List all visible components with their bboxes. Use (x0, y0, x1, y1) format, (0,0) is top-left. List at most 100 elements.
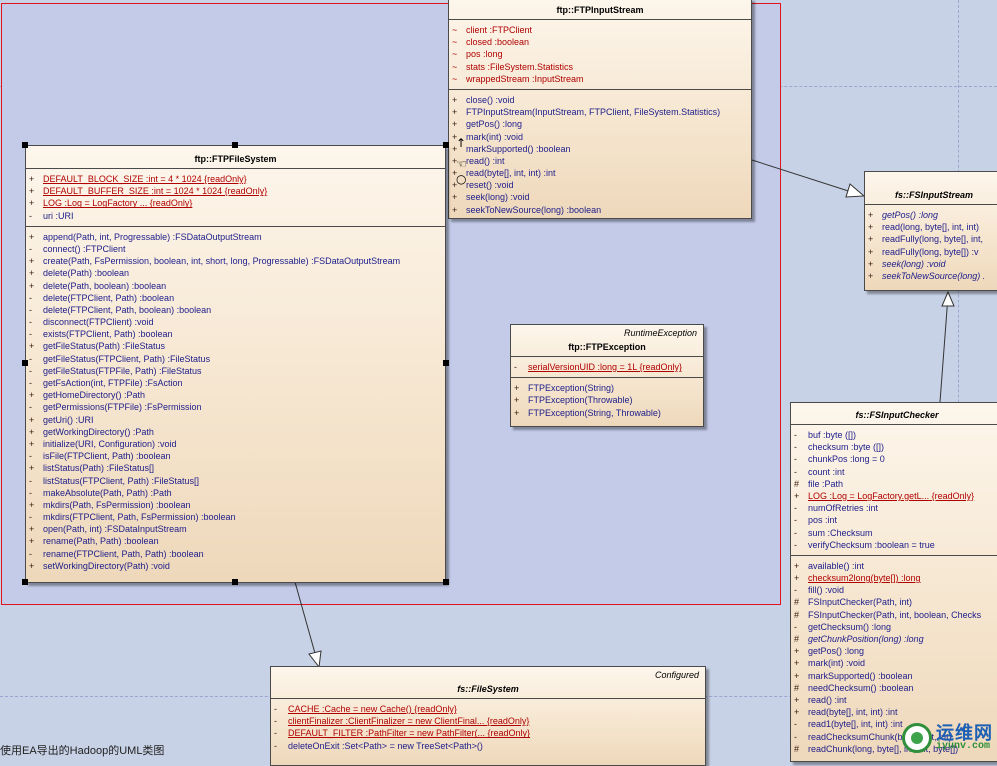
resize-handle[interactable] (232, 579, 238, 585)
class-member[interactable]: +listStatus(Path) :FileStatus[] (26, 462, 445, 474)
class-member[interactable]: -makeAbsolute(Path, Path) :Path (26, 487, 445, 499)
class-member[interactable]: +DEFAULT_BUFFER_SIZE :int = 1024 * 1024 … (26, 185, 445, 197)
class-member[interactable]: -deleteOnExit :Set<Path> = new TreeSet<P… (271, 740, 705, 752)
class-member[interactable]: +mark(int) :void (791, 657, 997, 669)
class-member[interactable]: +seek(long) :void (449, 191, 751, 203)
class-member[interactable]: +seek(long) :void (865, 258, 997, 270)
class-member[interactable]: +getWorkingDirectory() :Path (26, 426, 445, 438)
class-member[interactable]: ~client :FTPClient (449, 24, 751, 36)
class-member[interactable]: +LOG :Log = LogFactory.getL... {readOnly… (791, 490, 997, 502)
class-member[interactable]: -mkdirs(FTPClient, Path, FsPermission) :… (26, 511, 445, 523)
class-member[interactable]: +rename(Path, Path) :boolean (26, 535, 445, 547)
class-member[interactable]: +checksum2long(byte[]) :long (791, 572, 997, 584)
class-member[interactable]: +markSupported() :boolean (791, 670, 997, 682)
class-member[interactable]: -serialVersionUID :long = 1L {readOnly} (511, 361, 703, 373)
class-member[interactable]: +markSupported() :boolean (449, 143, 751, 155)
class-member[interactable]: +FTPException(String, Throwable) (511, 407, 703, 419)
resize-handle[interactable] (232, 142, 238, 148)
class-member[interactable]: -sum :Checksum (791, 527, 997, 539)
class-member[interactable]: -verifyChecksum :boolean = true (791, 539, 997, 551)
class-member[interactable]: -uri :URI (26, 210, 445, 222)
class-member[interactable]: +LOG :Log = LogFactory ... {readOnly} (26, 197, 445, 209)
class-member[interactable]: +available() :int (791, 560, 997, 572)
class-member[interactable]: -delete(FTPClient, Path) :boolean (26, 292, 445, 304)
resize-handle[interactable] (22, 142, 28, 148)
class-member[interactable]: +read(byte[], int, int) :int (791, 706, 997, 718)
class-member[interactable]: +create(Path, FsPermission, boolean, int… (26, 255, 445, 267)
resize-handle[interactable] (443, 142, 449, 148)
class-member[interactable]: +reset() :void (449, 179, 751, 191)
class-member[interactable]: -CACHE :Cache = new Cache() {readOnly} (271, 703, 705, 715)
class-member[interactable]: ~wrappedStream :InputStream (449, 73, 751, 85)
resize-handle[interactable] (22, 360, 28, 366)
class-member[interactable]: +read() :int (449, 155, 751, 167)
class-member[interactable]: -DEFAULT_FILTER :PathFilter = new PathFi… (271, 727, 705, 739)
class-fs-file-system[interactable]: Configured fs::FileSystem -CACHE :Cache … (270, 666, 706, 766)
class-member[interactable]: +FTPInputStream(InputStream, FTPClient, … (449, 106, 751, 118)
class-member[interactable]: +getHomeDirectory() :Path (26, 389, 445, 401)
class-member[interactable]: +getPos() :long (791, 645, 997, 657)
class-member[interactable]: +getFileStatus(Path) :FileStatus (26, 340, 445, 352)
class-member[interactable]: +mark(int) :void (449, 131, 751, 143)
class-member[interactable]: -getPermissions(FTPFile) :FsPermission (26, 401, 445, 413)
class-member[interactable]: -rename(FTPClient, Path, Path) :boolean (26, 548, 445, 560)
class-member[interactable]: -listStatus(FTPClient, Path) :FileStatus… (26, 475, 445, 487)
class-member[interactable]: +read() :int (791, 694, 997, 706)
class-member[interactable]: #needChecksum() :boolean (791, 682, 997, 694)
class-member[interactable]: +FTPException(String) (511, 382, 703, 394)
class-member[interactable]: -getFileStatus(FTPClient, Path) :FileSta… (26, 353, 445, 365)
class-member[interactable]: -chunkPos :long = 0 (791, 453, 997, 465)
class-member[interactable]: +read(long, byte[], int, int) (865, 221, 997, 233)
class-member[interactable]: ~stats :FileSystem.Statistics (449, 61, 751, 73)
class-member[interactable]: +open(Path, int) :FSDataInputStream (26, 523, 445, 535)
class-member[interactable]: -count :int (791, 466, 997, 478)
class-member[interactable]: -delete(FTPClient, Path, boolean) :boole… (26, 304, 445, 316)
class-member[interactable]: +FTPException(Throwable) (511, 394, 703, 406)
class-member[interactable]: -numOfRetries :int (791, 502, 997, 514)
class-member[interactable]: +readFully(long, byte[]) :v (865, 246, 997, 258)
class-member[interactable]: -isFile(FTPClient, Path) :boolean (26, 450, 445, 462)
class-member[interactable]: -exists(FTPClient, Path) :boolean (26, 328, 445, 340)
class-member[interactable]: -buf :byte ([]) (791, 429, 997, 441)
class-member[interactable]: -readChecksumChunk(byte[], int, int) (791, 731, 997, 743)
class-member[interactable]: -pos :int (791, 514, 997, 526)
class-member[interactable]: +close() :void (449, 94, 751, 106)
class-member[interactable]: +initialize(URI, Configuration) :void (26, 438, 445, 450)
class-member[interactable]: +seekToNewSource(long) :boolean (449, 204, 751, 216)
class-ftp-file-system[interactable]: ftp::FTPFileSystem +DEFAULT_BLOCK_SIZE :… (25, 145, 446, 583)
class-member[interactable]: -getFileStatus(FTPFile, Path) :FileStatu… (26, 365, 445, 377)
class-member[interactable]: -getFsAction(int, FTPFile) :FsAction (26, 377, 445, 389)
class-member[interactable]: +getPos() :long (865, 209, 997, 221)
class-ftp-input-stream[interactable]: ftp::FTPInputStream ~client :FTPClient~c… (448, 0, 752, 219)
class-member[interactable]: -clientFinalizer :ClientFinalizer = new … (271, 715, 705, 727)
class-member[interactable]: -disconnect(FTPClient) :void (26, 316, 445, 328)
class-member[interactable]: +getUri() :URI (26, 414, 445, 426)
resize-handle[interactable] (443, 579, 449, 585)
class-fs-input-stream[interactable]: fs::FSInputStream +getPos() :long+read(l… (864, 171, 997, 291)
class-member[interactable]: ~pos :long (449, 48, 751, 60)
class-member[interactable]: +append(Path, int, Progressable) :FSData… (26, 231, 445, 243)
class-member[interactable]: -read1(byte[], int, int) :int (791, 718, 997, 730)
resize-handle[interactable] (443, 360, 449, 366)
class-member[interactable]: ~closed :boolean (449, 36, 751, 48)
class-member[interactable]: +read(byte[], int, int) :int (449, 167, 751, 179)
class-member[interactable]: -fill() :void (791, 584, 997, 596)
class-member[interactable]: +DEFAULT_BLOCK_SIZE :int = 4 * 1024 {rea… (26, 173, 445, 185)
class-member[interactable]: #file :Path (791, 478, 997, 490)
class-member[interactable]: -getChecksum() :long (791, 621, 997, 633)
class-member[interactable]: +mkdirs(Path, FsPermission) :boolean (26, 499, 445, 511)
class-ftp-exception[interactable]: RuntimeException ftp::FTPException -seri… (510, 324, 704, 427)
class-member[interactable]: #FSInputChecker(Path, int) (791, 596, 997, 608)
class-member[interactable]: -connect() :FTPClient (26, 243, 445, 255)
resize-handle[interactable] (22, 579, 28, 585)
class-member[interactable]: +getPos() :long (449, 118, 751, 130)
class-member[interactable]: +seekToNewSource(long) . (865, 270, 997, 282)
class-member[interactable]: -checksum :byte ([]) (791, 441, 997, 453)
class-member[interactable]: +delete(Path, boolean) :boolean (26, 280, 445, 292)
class-member[interactable]: +delete(Path) :boolean (26, 267, 445, 279)
class-member[interactable]: #getChunkPosition(long) :long (791, 633, 997, 645)
class-member[interactable]: +setWorkingDirectory(Path) :void (26, 560, 445, 572)
class-member[interactable]: #readChunk(long, byte[], int, int, byte[… (791, 743, 997, 755)
class-member[interactable]: +readFully(long, byte[], int, (865, 233, 997, 245)
